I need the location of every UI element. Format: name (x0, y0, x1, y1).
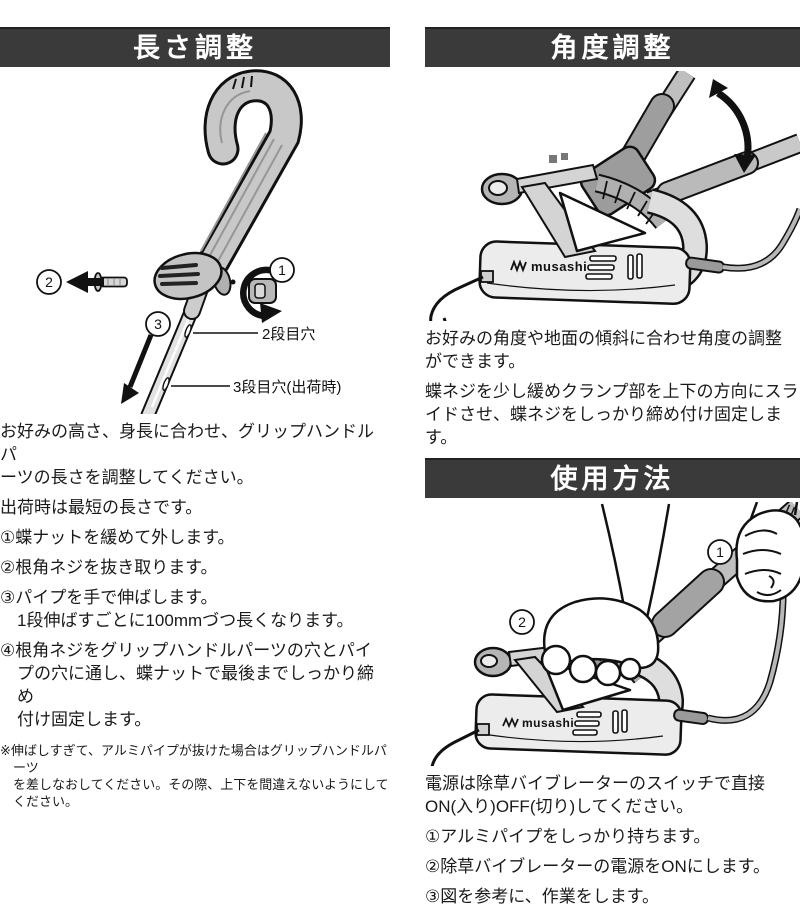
svg-text:musashi: musashi (531, 259, 587, 274)
length-adjust-diagram: 2 1 3 (36, 69, 341, 414)
extend-arrow (121, 334, 154, 404)
svg-text:1: 1 (278, 262, 286, 278)
clamp-knob-illustration (153, 251, 236, 320)
usage-text: 電源は除草バイブレーターのスイッチで直接 ON(入り)OFF(切り)してください… (425, 772, 800, 908)
angle-paragraph-2: 蝶ネジを少し緩めクランプ部を上下の方向にスラ イドさせ、蝶ネジをしっかり締め付け… (425, 382, 799, 447)
callout-1: 1 (707, 539, 733, 565)
handle-opening (558, 191, 647, 253)
right-hand (735, 502, 800, 603)
brand-mark-icon (502, 716, 519, 729)
callout-1: 1 (269, 257, 295, 283)
svg-text:1: 1 (716, 544, 724, 560)
rotate-arrow (240, 266, 282, 323)
hook-wire (429, 270, 494, 321)
svg-text:3: 3 (154, 316, 162, 332)
angle-adjust-title: 角度調整 (550, 32, 675, 63)
svg-text:2段目穴: 2段目穴 (262, 326, 315, 343)
usage-diagram: musashi (430, 502, 800, 766)
usage-header: 使用方法 (425, 458, 800, 498)
length-step-1: ①蝶ナットを緩めて外します。 (0, 528, 235, 547)
length-adjust-section: 長さ調整 (0, 27, 390, 817)
svg-text:2: 2 (518, 614, 526, 630)
clamp-pivot (549, 145, 671, 230)
length-step-4: ④根角ネジをグリップハンドルパーツの穴とパイ プの穴に通し、蝶ナットで最後までし… (0, 641, 374, 729)
usage-title: 使用方法 (550, 463, 675, 494)
vent-slots (585, 253, 643, 280)
wing-nut-illustration (248, 278, 277, 304)
angle-paragraph-1: お好みの角度や地面の傾斜に合わせ角度の調整 ができます。 (425, 329, 782, 371)
pull-out-arrow (66, 271, 104, 293)
hole-2-label: 2段目穴 (193, 326, 315, 343)
angle-adjust-header: 角度調整 (425, 27, 800, 67)
length-note: ※伸ばしすぎて、アルミパイプが抜けた場合はグリップハンドルパーツ を差しなおして… (0, 743, 389, 809)
left-hand (540, 503, 671, 687)
pipe-hole-3 (162, 377, 170, 391)
usage-step-2: ②除草バイブレーターの電源をONにします。 (425, 857, 771, 876)
pipe-hole-2 (184, 324, 192, 338)
length-adjust-title: 長さ調整 (133, 32, 257, 63)
length-paragraph-1: お好みの高さ、身長に合わせ、グリップハンドルパ ーツの長さを調整してください。 (0, 422, 374, 487)
grip-handle-illustration (197, 69, 303, 278)
angle-adjust-text: お好みの角度や地面の傾斜に合わせ角度の調整 ができます。 蝶ネジを少し緩めクラン… (425, 327, 800, 449)
hook-wire (430, 723, 490, 766)
usage-step-3: ③図を参考に、作業をします。 (425, 887, 660, 906)
vent-slots (572, 709, 628, 736)
power-cord (685, 207, 800, 274)
svg-text:3段目穴(出荷時): 3段目穴(出荷時) (233, 379, 341, 396)
length-adjust-header: 長さ調整 (0, 27, 390, 67)
usage-intro: 電源は除草バイブレーターのスイッチで直接 ON(入り)OFF(切り)してください… (425, 774, 765, 816)
brand-logo: musashi (510, 259, 587, 274)
callout-2: 2 (509, 609, 535, 635)
vibrator-body: musashi (478, 163, 692, 305)
right-column: 角度調整 (425, 27, 800, 915)
swing-arrow (709, 79, 756, 173)
length-step-3: ③パイプを手で伸ばします。 1段伸ばすごとに100mmづつ長くなります。 (0, 588, 354, 630)
brand-logo: musashi (502, 716, 574, 730)
callout-3: 3 (145, 311, 171, 337)
callout-2: 2 (36, 269, 62, 295)
length-step-2: ②根角ネジを抜き取ります。 (0, 558, 218, 577)
length-paragraph-2: 出荷時は最短の長さです。 (0, 498, 203, 517)
hole-3-label: 3段目穴(出荷時) (171, 379, 341, 396)
length-adjust-text: お好みの高さ、身長に合わせ、グリップハンドルパ ーツの長さを調整してください。 … (0, 420, 390, 810)
brand-mark-icon (510, 259, 527, 273)
usage-step-1: ①アルミパイプをしっかり持ちます。 (425, 827, 711, 846)
svg-text:musashi: musashi (522, 716, 574, 730)
lower-pipe (646, 133, 800, 211)
svg-text:2: 2 (45, 274, 53, 290)
angle-adjust-diagram: musashi (429, 71, 800, 321)
